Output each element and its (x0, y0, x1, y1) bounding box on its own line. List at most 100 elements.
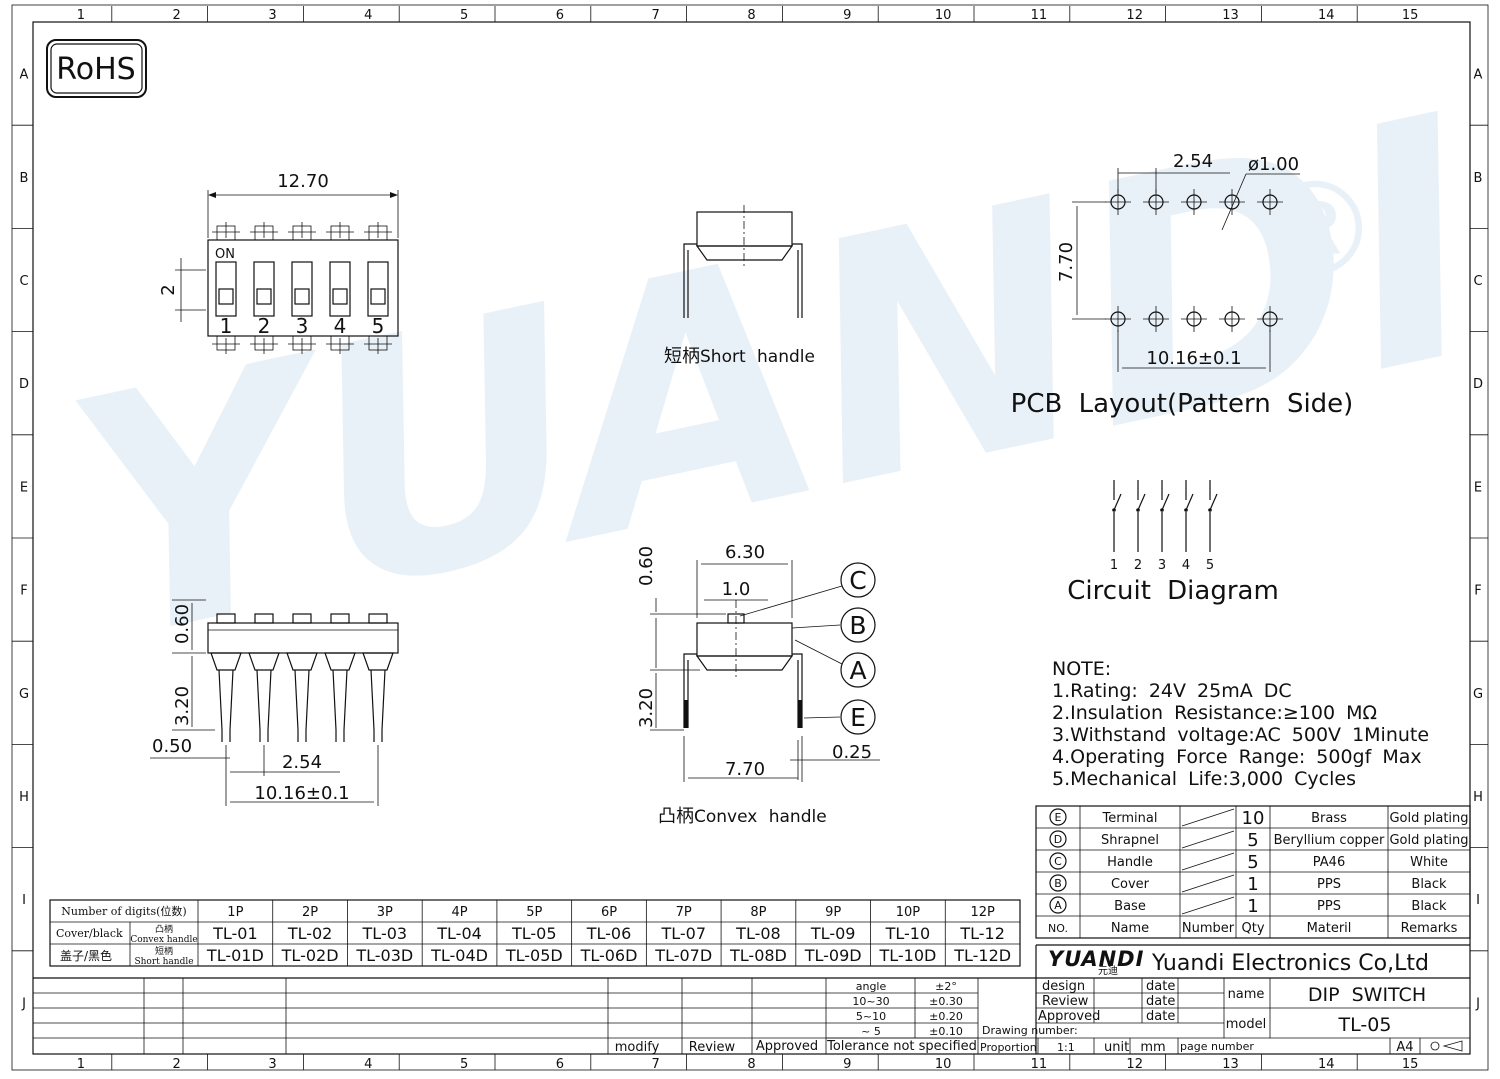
tolerance-range: 10~30 (852, 995, 889, 1008)
circuit-title: Circuit Diagram (1067, 576, 1279, 606)
switch-slot (215, 261, 237, 317)
bom-name: Cover (1111, 877, 1150, 892)
convex-dim-320: 3.20 (636, 688, 657, 728)
row-mark: E (1474, 480, 1482, 495)
row-mark: C (19, 274, 28, 289)
bom-remarks: Gold plating (1389, 811, 1468, 826)
model-convex-part: TL-04 (436, 924, 482, 943)
short-caption-cn: 短柄 (664, 346, 700, 367)
model-convex-part: TL-07 (660, 924, 706, 943)
bom-no: C (1054, 855, 1062, 868)
bom-material: Beryllium copper (1274, 833, 1385, 848)
convex-dim-060: 0.60 (636, 546, 657, 586)
column-mark: 11 (1031, 8, 1048, 23)
notes-title: NOTE: (1052, 658, 1111, 680)
row-mark: H (19, 790, 29, 805)
bom-header-no: NO. (1048, 922, 1068, 935)
tolerance-value: ±0.10 (929, 1025, 963, 1038)
bom-header-remarks: Remarks (1401, 921, 1458, 936)
circuit-terminal-label: 1 (1110, 558, 1118, 573)
row-mark: B (1474, 171, 1483, 186)
model-col-header: 9P (825, 905, 841, 920)
rohs-badge: RoHS (46, 39, 147, 98)
tolerance-value: ±0.30 (929, 995, 963, 1008)
row-mark: A (20, 68, 29, 83)
callout-circle (840, 607, 876, 643)
callout-circle (840, 699, 876, 735)
column-mark: 1 (77, 1057, 85, 1072)
circuit-terminal-label: 2 (1134, 558, 1142, 573)
pcb-hole-dim: ø1.00 (1248, 154, 1299, 175)
rev-modify: modify (615, 1040, 660, 1055)
convex-caption-cn: 凸柄 (658, 806, 694, 827)
column-mark: 2 (173, 8, 181, 23)
pcb-pitch-dim: 2.54 (1173, 151, 1213, 172)
side-dim-1016: 10.16±0.1 (254, 783, 349, 804)
tolerance-note: Tolerance not specified (826, 1039, 977, 1054)
callout-circle (840, 652, 876, 688)
switch-actuator (332, 288, 348, 305)
circuit-terminal-label: 5 (1206, 558, 1214, 573)
switch-actuator (294, 288, 310, 305)
top-width-dim: 12.70 (277, 171, 329, 192)
switch-position-number: 3 (296, 314, 309, 338)
row-mark: B (20, 171, 29, 186)
name-label: name (1228, 987, 1265, 1002)
unit-value: mm (1140, 1040, 1165, 1055)
model-short-part: TL-03D (355, 946, 413, 965)
bom-header-qty: Qty (1241, 921, 1264, 936)
unit-label: unit (1104, 1040, 1129, 1055)
column-mark: 9 (843, 8, 851, 23)
column-mark: 14 (1318, 1057, 1335, 1072)
row-mark: I (1476, 893, 1480, 908)
pcb-span-dim: 10.16±0.1 (1146, 348, 1241, 369)
company-name: Yuandi Electronics Co,Ltd (1151, 951, 1429, 976)
model-col-header: 12P (970, 905, 995, 920)
bom-qty: 1 (1247, 896, 1258, 917)
switch-actuator (370, 288, 386, 305)
model-col-header: 6P (601, 905, 617, 920)
model-col-header: 5P (526, 905, 542, 920)
circuit-terminal-label: 4 (1182, 558, 1190, 573)
circuit-diagram: Circuit Diagram 1 2 3 4 5 (1067, 480, 1279, 606)
company-logo: YUANDI (1048, 947, 1144, 971)
bom-name: Terminal (1102, 811, 1158, 826)
rev-review: Review (689, 1040, 736, 1055)
bom-qty: 5 (1247, 852, 1258, 873)
bom-no: E (1055, 811, 1062, 824)
row-mark: A (1474, 68, 1483, 83)
column-mark: 4 (364, 1057, 372, 1072)
proportion-value: 1:1 (1057, 1041, 1075, 1054)
model-row2-label: 盖子/黑色 (60, 949, 112, 963)
tolerance-value: ±2° (935, 980, 957, 993)
tolerance-range: ~ 5 (861, 1025, 881, 1038)
model-convex-part: TL-12 (959, 924, 1005, 943)
row-mark: G (19, 687, 29, 702)
top-height-dim: 2 (158, 284, 179, 295)
bom-no: D (1054, 833, 1062, 846)
column-mark: 1 (77, 8, 85, 23)
sheet-size: A4 (1396, 1040, 1413, 1055)
column-mark: 7 (652, 1057, 660, 1072)
model-short-part: TL-06D (580, 946, 638, 965)
company-logo-sub: 元迪 (1098, 965, 1118, 977)
circuit-terminal-label: 3 (1158, 558, 1166, 573)
border-zone-marks: 1122334455667788991010111112121313141415… (12, 6, 1488, 1072)
side-dim-320: 3.20 (172, 686, 193, 726)
bom-material: Brass (1311, 811, 1347, 826)
model-short-part: TL-04D (430, 946, 488, 965)
date-label: date (1146, 994, 1175, 1009)
row-mark: J (21, 996, 26, 1011)
pcb-title: PCB Layout(Pattern Side) (1011, 389, 1354, 419)
bom-remarks: Black (1411, 877, 1447, 892)
model-col-header: 2P (302, 905, 318, 920)
bom-no: B (1054, 877, 1062, 890)
column-mark: 12 (1126, 1057, 1143, 1072)
bom-name: Shrapnel (1101, 833, 1159, 848)
design-label: design (1042, 979, 1085, 994)
proportion-label: Proportion (980, 1041, 1037, 1054)
note-line: 5.Mechanical Life:3,000 Cycles (1052, 768, 1356, 790)
